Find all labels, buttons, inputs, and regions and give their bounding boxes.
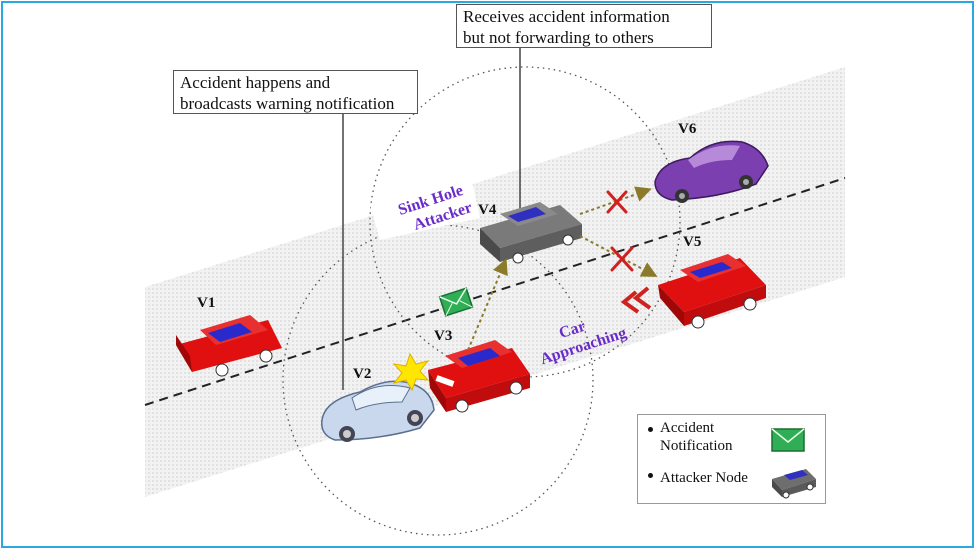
vehicle-v5 — [658, 254, 766, 329]
label-v2: V2 — [353, 366, 372, 382]
blocked-x-icon — [606, 190, 628, 214]
crash-star-icon — [392, 352, 430, 392]
legend-notification-line-1: Accident — [660, 420, 715, 436]
v3-range-circle — [282, 224, 594, 536]
sinkhole-label-bg — [370, 172, 480, 240]
callout-v2-line-2: broadcasts warning notification — [180, 94, 395, 113]
label-v6: V6 — [678, 121, 697, 137]
vehicle-v3 — [428, 340, 530, 413]
legend-notification-line-2: Notification — [660, 438, 733, 454]
callout-v4-line-2: but not forwarding to others — [463, 28, 654, 47]
legend-bullet — [648, 427, 653, 432]
envelope-icon — [438, 287, 474, 317]
label-v5: V5 — [683, 234, 702, 250]
message-arrow-v4-to-v6 — [579, 186, 652, 215]
vehicle-v2 — [321, 380, 435, 442]
label-v4: V4 — [478, 202, 497, 218]
vehicle-v4-attacker — [480, 202, 582, 264]
label-v3: V3 — [434, 328, 453, 344]
legend-attacker-label: Attacker Node — [660, 470, 748, 486]
vehicle-v1 — [176, 315, 282, 377]
callout-v2-accident: Accident happens and broadcasts warning … — [173, 70, 418, 114]
blocked-x-icon — [610, 246, 634, 272]
vehicle-v6 — [654, 140, 769, 203]
legend-attacker-car-icon — [772, 469, 816, 499]
legend-notification-label: Accident Notification — [660, 419, 732, 455]
callout-v2-line-1: Accident happens and — [180, 73, 331, 92]
legend-envelope-icon — [771, 428, 805, 452]
label-v1: V1 — [197, 295, 216, 311]
message-arrow-v3-to-v4 — [467, 258, 508, 351]
legend: Accident Notification Attacker Node — [637, 414, 826, 504]
legend-bullet — [648, 473, 653, 478]
road-lane-divider — [144, 177, 846, 406]
callout-v4-line-1: Receives accident information — [463, 7, 670, 26]
message-arrow-v4-to-v5 — [579, 235, 658, 277]
callout-v4-receives: Receives accident information but not fo… — [456, 4, 712, 48]
double-chevron-icon — [620, 286, 652, 314]
